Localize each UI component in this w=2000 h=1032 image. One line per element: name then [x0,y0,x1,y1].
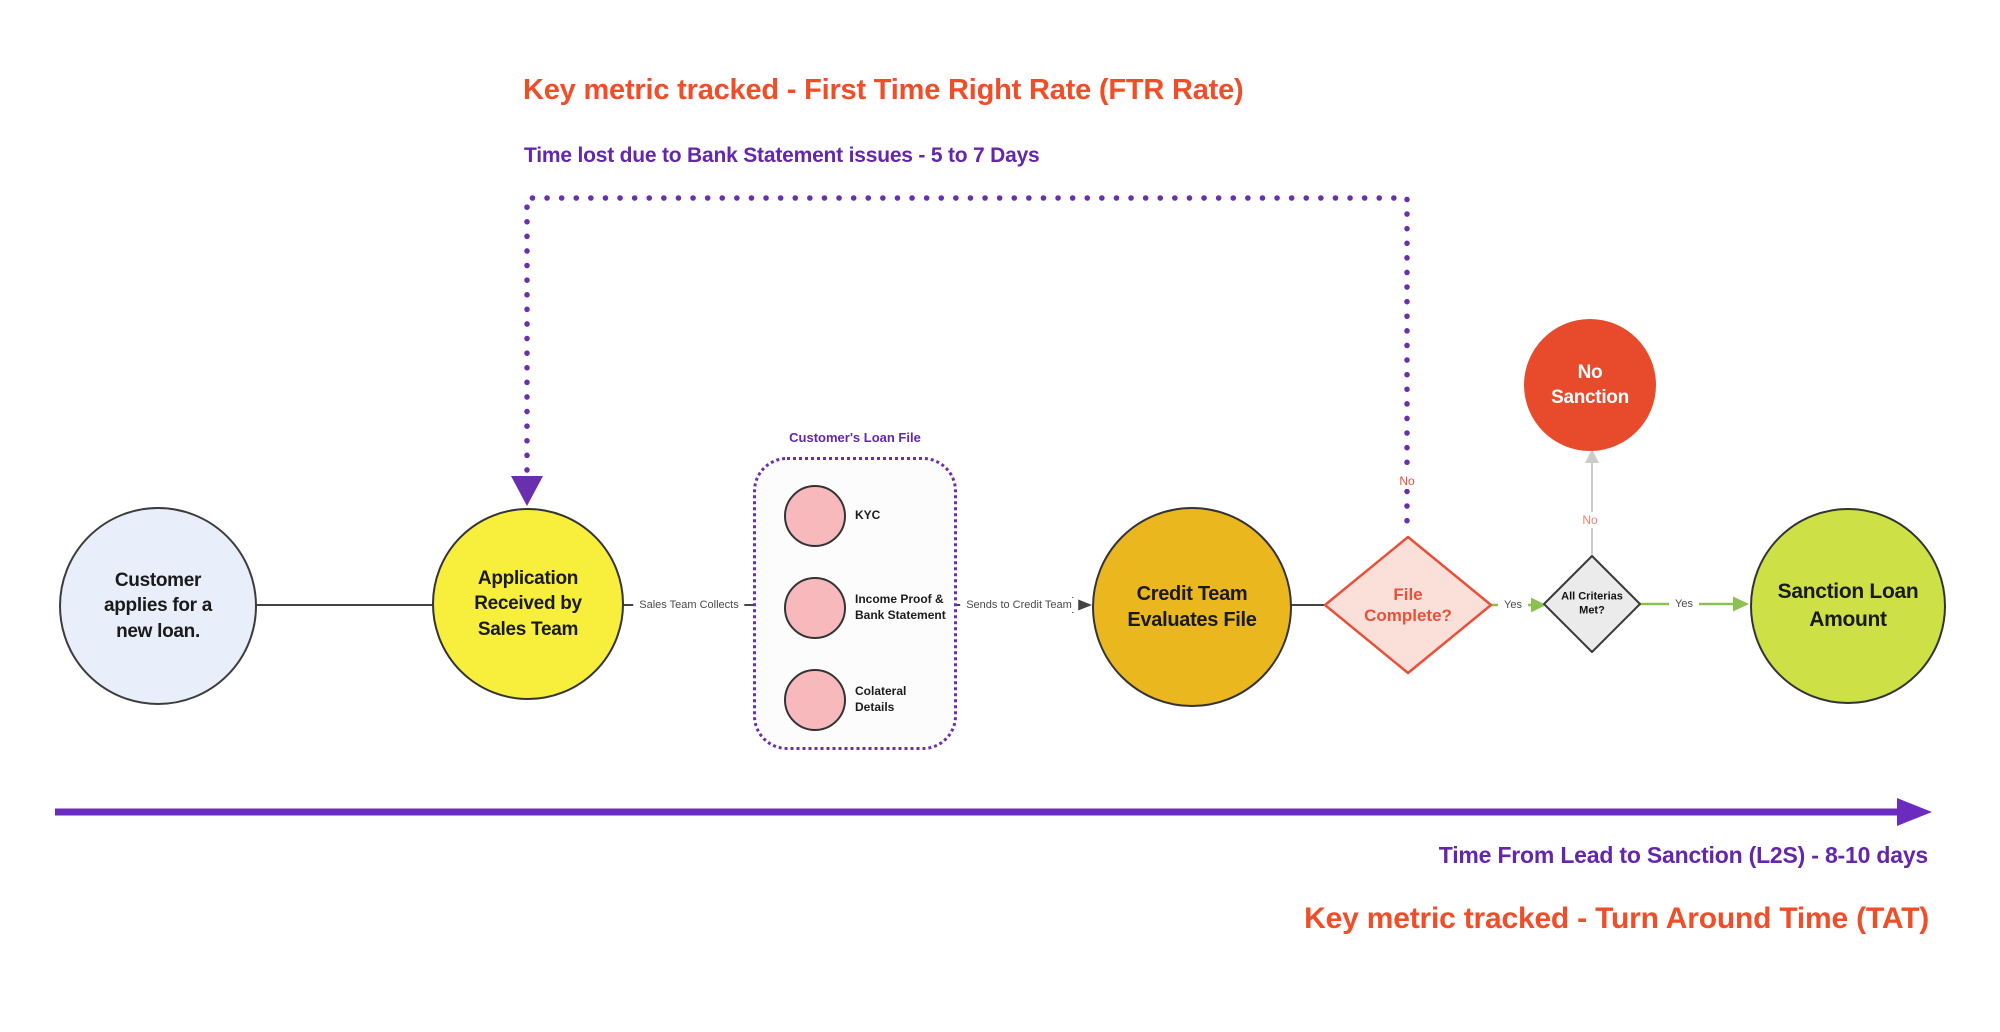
loopback-arrowhead-icon [511,476,543,506]
loan-file-box: KYC Income Proof & Bank Statement Colate… [753,457,957,750]
yes1-arrowhead-icon [1531,597,1546,613]
lead-to-sanction-title: Time From Lead to Sanction (L2S) - 8-10 … [1438,842,1928,868]
loan-file-item-label: Colateral Details [855,684,907,714]
loan-file-item-label: KYC [855,508,881,523]
node-sanction-label: Sanction Loan Amount [1777,580,1919,631]
document-circle-icon [784,577,846,639]
document-circle-icon [784,669,846,731]
loan-file-item-kyc: KYC [784,485,965,547]
file-complete-diamond [1323,535,1493,675]
edge-label-file-no: No [1393,473,1421,489]
node-credit-team: Credit Team Evaluates File [1092,507,1292,707]
all-criterias-diamond [1543,555,1641,653]
node-customer-applies: Customer applies for a new loan. [59,507,257,705]
loan-file-item-colateral: Colateral Details [784,669,925,731]
edge-label-sends-to-credit: Sends to Credit Team [960,598,1078,612]
edge-label-criteria-no: No [1576,512,1604,528]
loan-file-title: Customer's Loan File [789,430,921,445]
edge-label-file-yes: Yes [1498,598,1528,612]
document-circle-icon [784,485,846,547]
loan-file-item-income-proof: Income Proof & Bank Statement [784,577,965,639]
node-no-sanction-label: No Sanction [1551,361,1629,408]
node-application-label: Application Received by Sales Team [474,568,582,640]
tat-metric-title: Key metric tracked - Turn Around Time (T… [1304,902,1929,935]
node-customer-label: Customer applies for a new loan. [103,570,213,642]
time-lost-title: Time lost due to Bank Statement issues -… [524,144,1040,167]
node-credit-label: Credit Team Evaluates File [1127,582,1257,631]
ftr-metric-title: Key metric tracked - First Time Right Ra… [523,74,1244,106]
no-sanction-arrowhead-icon [1585,449,1599,463]
all-criterias-label: All Criterias Met? [1561,590,1623,616]
time-lost-loopback-dotted-edge [524,195,1410,536]
node-no-sanction: No Sanction [1524,319,1656,451]
timeline-arrowhead-icon [1897,798,1932,826]
edge-label-sales-collects: Sales Team Collects [633,598,745,612]
yes2-arrowhead-icon [1733,596,1749,612]
file-complete-label: File Complete? [1364,584,1452,625]
node-application-received: Application Received by Sales Team [432,508,624,700]
loan-file-item-label: Income Proof & Bank Statement [855,592,946,622]
edge-label-criteria-yes: Yes [1669,597,1699,611]
node-sanction-loan: Sanction Loan Amount [1750,508,1946,704]
